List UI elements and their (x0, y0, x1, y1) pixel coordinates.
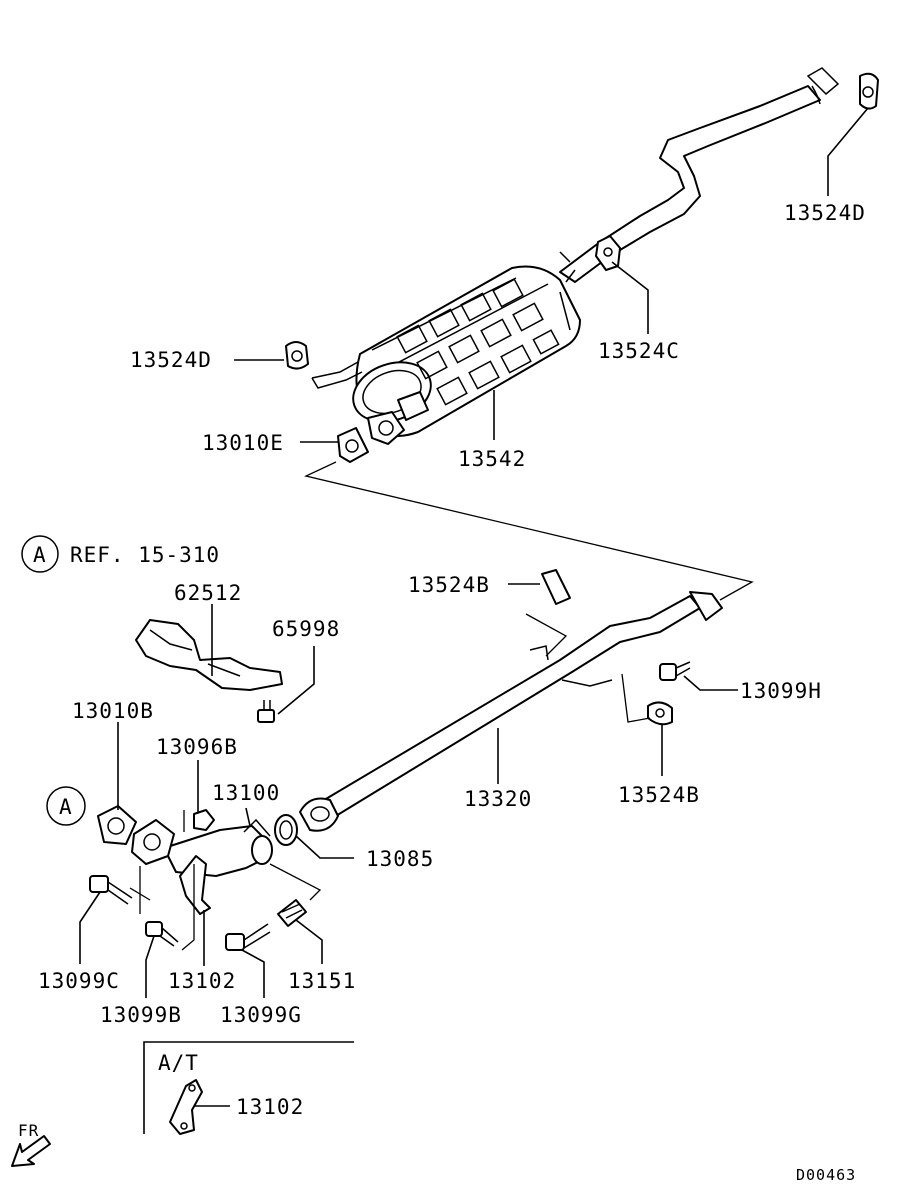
front-pipe (163, 818, 273, 877)
front-direction-label: FR (18, 1121, 39, 1140)
callout-65998: 65998 (272, 617, 340, 641)
callout-13099g: 13099G (220, 1003, 302, 1027)
marker-a-circle (46, 786, 86, 826)
rubber-hanger-13524d-rear (859, 72, 879, 110)
callout-13524c: 13524C (598, 339, 680, 363)
hanger-guide-lines (525, 613, 651, 723)
callout-13524d-rear: 13524D (784, 201, 866, 225)
bolt-13099h (659, 661, 691, 681)
bolt-13099b (145, 921, 179, 947)
callout-13099c: 13099C (38, 969, 120, 993)
callout-13085: 13085 (366, 847, 434, 871)
marker-a-letter: A (59, 795, 73, 819)
callout-13010e: 13010E (202, 431, 284, 455)
reference-note: A REF. 15-310 (21, 535, 220, 573)
ring-gasket-13085 (274, 814, 298, 846)
muffler-embossing (396, 278, 560, 406)
at-inset: A/T 13102 (143, 1041, 354, 1135)
assembly-lines-front (129, 810, 322, 951)
front-pipe-flange (131, 819, 175, 865)
rubber-hanger-13524b-upper (541, 569, 571, 605)
callout-13151: 13151 (288, 969, 356, 993)
callout-13100: 13100 (212, 781, 280, 805)
rubber-hanger-13524d-front (285, 341, 309, 370)
nut-13096b (193, 809, 215, 831)
connection-line-muffler (304, 461, 754, 601)
marker-a: A (46, 786, 86, 826)
callout-13096b: 13096B (156, 735, 238, 759)
callout-13320: 13320 (464, 787, 532, 811)
callout-13099b: 13099B (100, 1003, 182, 1027)
at-inset-frame (143, 1041, 354, 1134)
bolt-13099g (225, 923, 271, 951)
reference-marker-circle (21, 535, 59, 573)
gasket-13010e (337, 427, 369, 463)
muffler (311, 265, 581, 437)
front-direction-indicator: FR (11, 1121, 51, 1167)
tail-pipe (559, 67, 840, 283)
reference-marker-letter: A (33, 543, 47, 567)
muffler-inlet-flange (367, 411, 405, 445)
callout-13542: 13542 (458, 447, 526, 471)
heat-protector-62512 (135, 619, 283, 691)
callout-13102-at: 13102 (236, 1095, 304, 1119)
callout-13524d-front: 13524D (130, 348, 212, 372)
callout-13524b-lower: 13524B (618, 783, 700, 807)
callout-13099h: 13099H (740, 679, 822, 703)
callout-62512: 62512 (174, 581, 242, 605)
bracket-13102-at (169, 1079, 203, 1135)
bolt-13099c (89, 875, 133, 905)
leader-lines (79, 107, 869, 1107)
callout-13010b: 13010B (72, 699, 154, 723)
reference-text: REF. 15-310 (70, 543, 220, 567)
callout-13102: 13102 (168, 969, 236, 993)
arrow-front-icon (11, 1135, 51, 1167)
spring-13151 (277, 899, 307, 927)
callout-13524b-upper: 13524B (408, 573, 490, 597)
bolt-65998 (257, 700, 275, 723)
bracket-13102 (179, 855, 211, 915)
at-inset-title: A/T (158, 1051, 199, 1075)
diagram-code: D00463 (796, 1166, 856, 1184)
rubber-hanger-13524b-lower (647, 701, 673, 726)
gasket-13010b (97, 805, 137, 845)
